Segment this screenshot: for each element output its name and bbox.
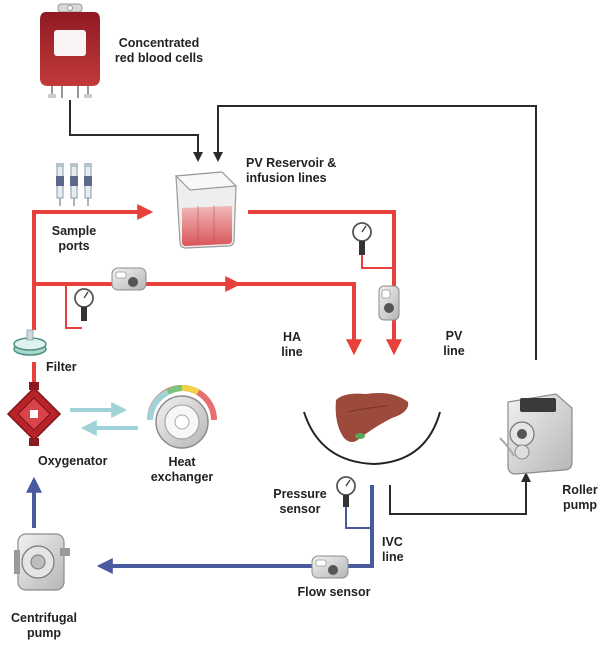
heat-exchanger-icon <box>147 385 217 449</box>
filter-label: Filter <box>46 360 77 374</box>
roller-pump-icon <box>499 393 573 475</box>
flow-sensor-icon <box>311 555 349 579</box>
liver-outflow-to-roller-pump-line <box>389 472 531 515</box>
roller-pump-return-line <box>213 105 537 360</box>
ivc-line <box>96 485 374 574</box>
ivc-pressure-branch <box>345 498 372 529</box>
pressure-gauge-icon <box>352 222 372 255</box>
pressure-gauge-icon <box>74 288 94 321</box>
reservoir-label: PV Reservoir &infusion lines <box>246 156 336 185</box>
flow-sensor-label: Flow sensor <box>298 585 371 599</box>
ha-pressure-branch <box>65 284 82 329</box>
flow-sensor-icon <box>111 267 147 291</box>
blood-bag-icon <box>40 3 100 98</box>
reservoir-icon <box>174 171 238 249</box>
oxygenator-label: Oxygenator <box>38 454 108 468</box>
syringe-icon <box>56 163 92 206</box>
centrifugal-pump-icon <box>14 533 70 591</box>
sample-port-line <box>32 204 154 330</box>
blood-bag-feed-line <box>69 100 203 162</box>
flow-sensor-icon <box>378 285 400 321</box>
pv-pressure-branch <box>361 255 394 269</box>
liver-icon <box>303 393 441 466</box>
oxygenator-icon <box>6 382 62 446</box>
filter-icon <box>13 329 47 356</box>
pressure-gauge-icon <box>336 476 356 507</box>
